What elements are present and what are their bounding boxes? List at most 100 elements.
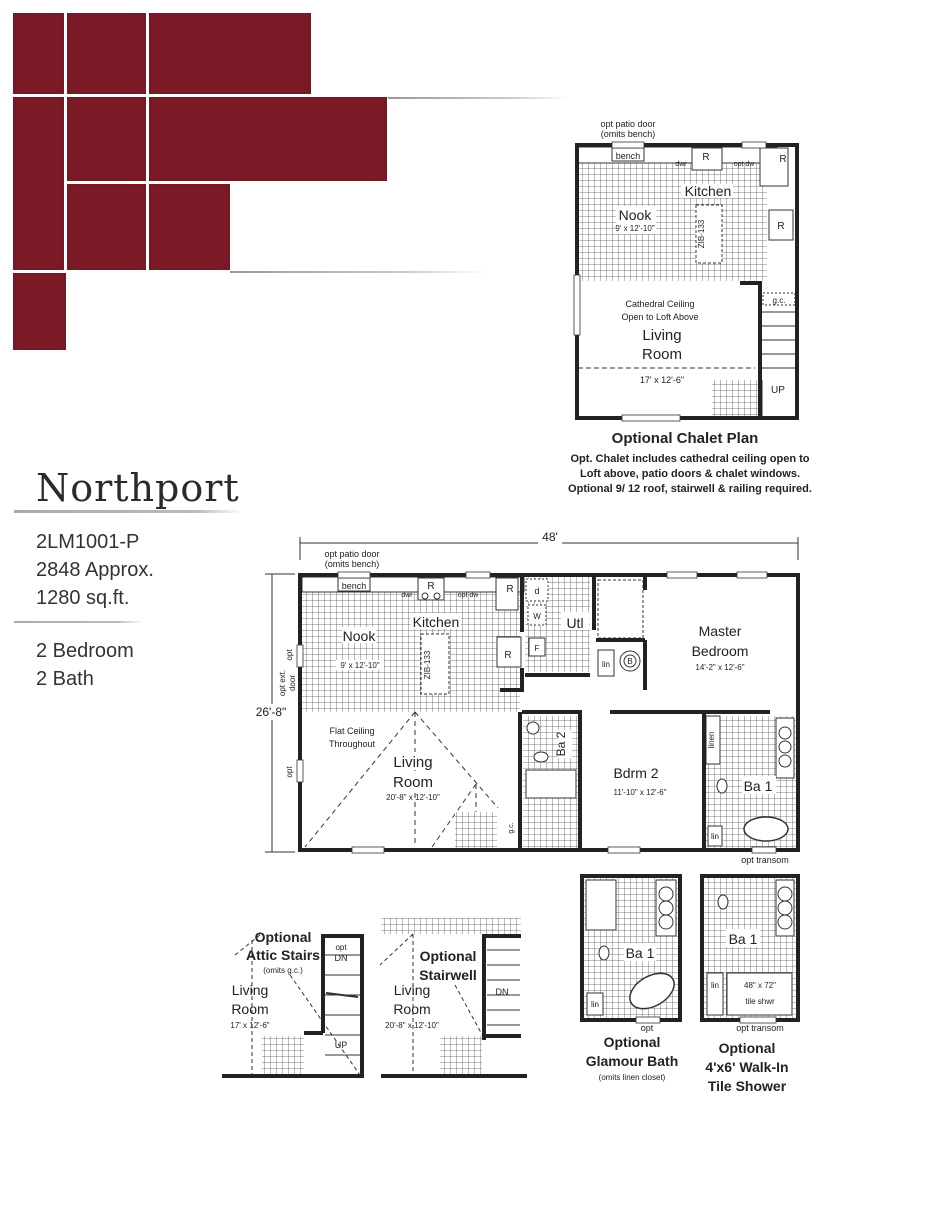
main-bench: bench bbox=[342, 581, 367, 591]
bedroom-count: 2 Bedroom bbox=[36, 640, 134, 662]
chalet-living-dims: 17' x 12'-6" bbox=[640, 375, 684, 385]
option-attic-stairs: opt DN UP Optional Attic Stairs (omits g… bbox=[222, 929, 364, 1078]
water-heater: B bbox=[627, 657, 632, 666]
walkin-lin: lin bbox=[711, 981, 719, 990]
brand-tile bbox=[149, 184, 230, 270]
master-label-2: Bedroom bbox=[692, 643, 749, 659]
walkin-opt-transom: opt transom bbox=[736, 1023, 784, 1033]
attic-opt: opt bbox=[335, 943, 347, 952]
chalet-opt-dw: opt dw bbox=[734, 161, 756, 168]
brand-tile bbox=[13, 97, 64, 270]
stairwell-dims: 20'-8" x 12'-10" bbox=[385, 1021, 439, 1030]
glamour-title-2: Glamour Bath bbox=[586, 1053, 679, 1069]
brand-tile bbox=[13, 13, 64, 94]
walkin-title-2: 4'x6' Walk-In bbox=[705, 1059, 788, 1075]
opt-ext-door-2: door bbox=[288, 675, 297, 691]
chalet-dwr: dwr bbox=[675, 161, 687, 168]
attic-title-1: Optional bbox=[255, 929, 312, 945]
title-underline bbox=[14, 510, 242, 513]
glamour-sub: (omits linen closet) bbox=[599, 1073, 666, 1082]
glamour-bath-label: Ba 1 bbox=[626, 945, 655, 961]
specs-divider bbox=[14, 621, 144, 623]
main-living-dims: 20'-8" x 12'-10" bbox=[386, 793, 440, 802]
bath1-lin: lin bbox=[711, 832, 719, 841]
main-island: ZIB-133 bbox=[423, 650, 432, 679]
chalet-living-1: Living bbox=[642, 327, 681, 344]
chalet-island: ZIB-133 bbox=[697, 219, 706, 248]
chalet-kitchen-floor bbox=[577, 163, 767, 281]
attic-living-2: Room bbox=[231, 1001, 268, 1017]
bdrm2-label: Bdrm 2 bbox=[613, 765, 658, 781]
stairwell-title-2: Stairwell bbox=[419, 967, 477, 983]
attic-title-2: Attic Stairs bbox=[246, 947, 320, 963]
main-nook-dims: 9' x 12'-10" bbox=[340, 661, 379, 670]
width-dimension: 48' bbox=[542, 530, 558, 544]
bath1-label: Ba 1 bbox=[744, 778, 773, 794]
hall-linen: lin bbox=[602, 660, 610, 669]
main-ceiling-1: Flat Ceiling bbox=[329, 726, 374, 736]
model-name: Northport bbox=[36, 466, 240, 510]
main-kitchen-floor bbox=[302, 590, 520, 712]
opt-transom: opt transom bbox=[741, 855, 789, 865]
chalet-ceiling-1: Cathedral Ceiling bbox=[625, 299, 694, 309]
brand-tile bbox=[13, 273, 66, 350]
attic-dims: 17' x 12'-6" bbox=[230, 1021, 269, 1030]
chalet-range: R bbox=[702, 152, 709, 163]
walkin-title-3: Tile Shower bbox=[708, 1078, 787, 1094]
master-dims: 14'-2" x 12'-6" bbox=[695, 663, 744, 672]
chalet-patio-note-1: opt patio door bbox=[600, 119, 655, 129]
brand-tile bbox=[149, 13, 311, 94]
chalet-up: UP bbox=[771, 385, 785, 396]
main-floor-plan: 48' opt patio door (omits bench) 26'-8" … bbox=[255, 530, 800, 865]
chalet-note-line-3: Optional 9/ 12 roof, stairwell & railing… bbox=[568, 483, 812, 495]
divider-line-mid bbox=[230, 271, 485, 273]
chalet-nook-label: Nook bbox=[619, 207, 653, 223]
attic-up: UP bbox=[335, 1040, 348, 1050]
bath1-linen: linen bbox=[707, 732, 716, 749]
divider-line-top bbox=[388, 97, 568, 99]
brand-tile bbox=[67, 97, 146, 181]
chalet-sink-r: R bbox=[779, 154, 786, 165]
walkin-shower-label: tile shwr bbox=[745, 997, 775, 1006]
glamour-title-1: Optional bbox=[604, 1034, 661, 1050]
main-opt-dw: opt dw bbox=[458, 592, 480, 599]
main-ceiling-2: Throughout bbox=[329, 739, 376, 749]
main-dwr: dwr bbox=[401, 592, 413, 599]
bdrm2-dims: 11'-10" x 12'-6" bbox=[613, 788, 666, 797]
attic-dn: DN bbox=[335, 953, 348, 963]
main-gc: g.c. bbox=[508, 822, 515, 833]
walkin-bath-label: Ba 1 bbox=[729, 931, 758, 947]
bath-count: 2 Bath bbox=[36, 668, 94, 690]
master-label-1: Master bbox=[699, 623, 742, 639]
main-fridge: R bbox=[504, 650, 511, 661]
chalet-gc: g.c. bbox=[773, 296, 786, 305]
chalet-plan-title: Optional Chalet Plan bbox=[611, 430, 759, 447]
model-specs: 2LM1001-P 2848 Approx. 1280 sq.ft. bbox=[36, 528, 154, 612]
opt-ext-door-1: opt ext. bbox=[278, 670, 287, 696]
main-kitchen-label: Kitchen bbox=[413, 614, 460, 630]
chalet-nook-dims: 9' x 12'-10" bbox=[615, 224, 654, 233]
main-patio-note-2: (omits bench) bbox=[325, 559, 380, 569]
stairwell-dn: DN bbox=[496, 987, 509, 997]
main-sink-r: R bbox=[506, 584, 513, 595]
brand-tile bbox=[67, 184, 146, 270]
chalet-note-line-2: Loft above, patio doors & chalet windows… bbox=[579, 468, 801, 480]
glamour-lin: lin bbox=[591, 1000, 599, 1009]
main-range: R bbox=[427, 581, 434, 592]
chalet-ceiling-2: Open to Loft Above bbox=[621, 312, 698, 322]
stairwell-living-1: Living bbox=[394, 982, 431, 998]
stairwell-title-1: Optional bbox=[420, 948, 477, 964]
attic-sub: (omits g.c.) bbox=[263, 966, 303, 975]
utility-label: Utl bbox=[566, 615, 583, 631]
opt-window-left-2: opt bbox=[285, 766, 294, 778]
option-stairwell: DN Optional Stairwell Living Room 20'-8"… bbox=[379, 918, 527, 1078]
dryer: d bbox=[534, 586, 539, 596]
chalet-fridge: R bbox=[777, 221, 784, 232]
model-approx: 2848 Approx. bbox=[36, 559, 154, 581]
opt-window-left-1: opt bbox=[285, 649, 294, 661]
model-sqft: 1280 sq.ft. bbox=[36, 587, 130, 609]
glamour-opt: opt bbox=[641, 1023, 654, 1033]
brand-tile bbox=[67, 13, 146, 94]
chalet-patio-note-2: (omits bench) bbox=[601, 129, 656, 139]
